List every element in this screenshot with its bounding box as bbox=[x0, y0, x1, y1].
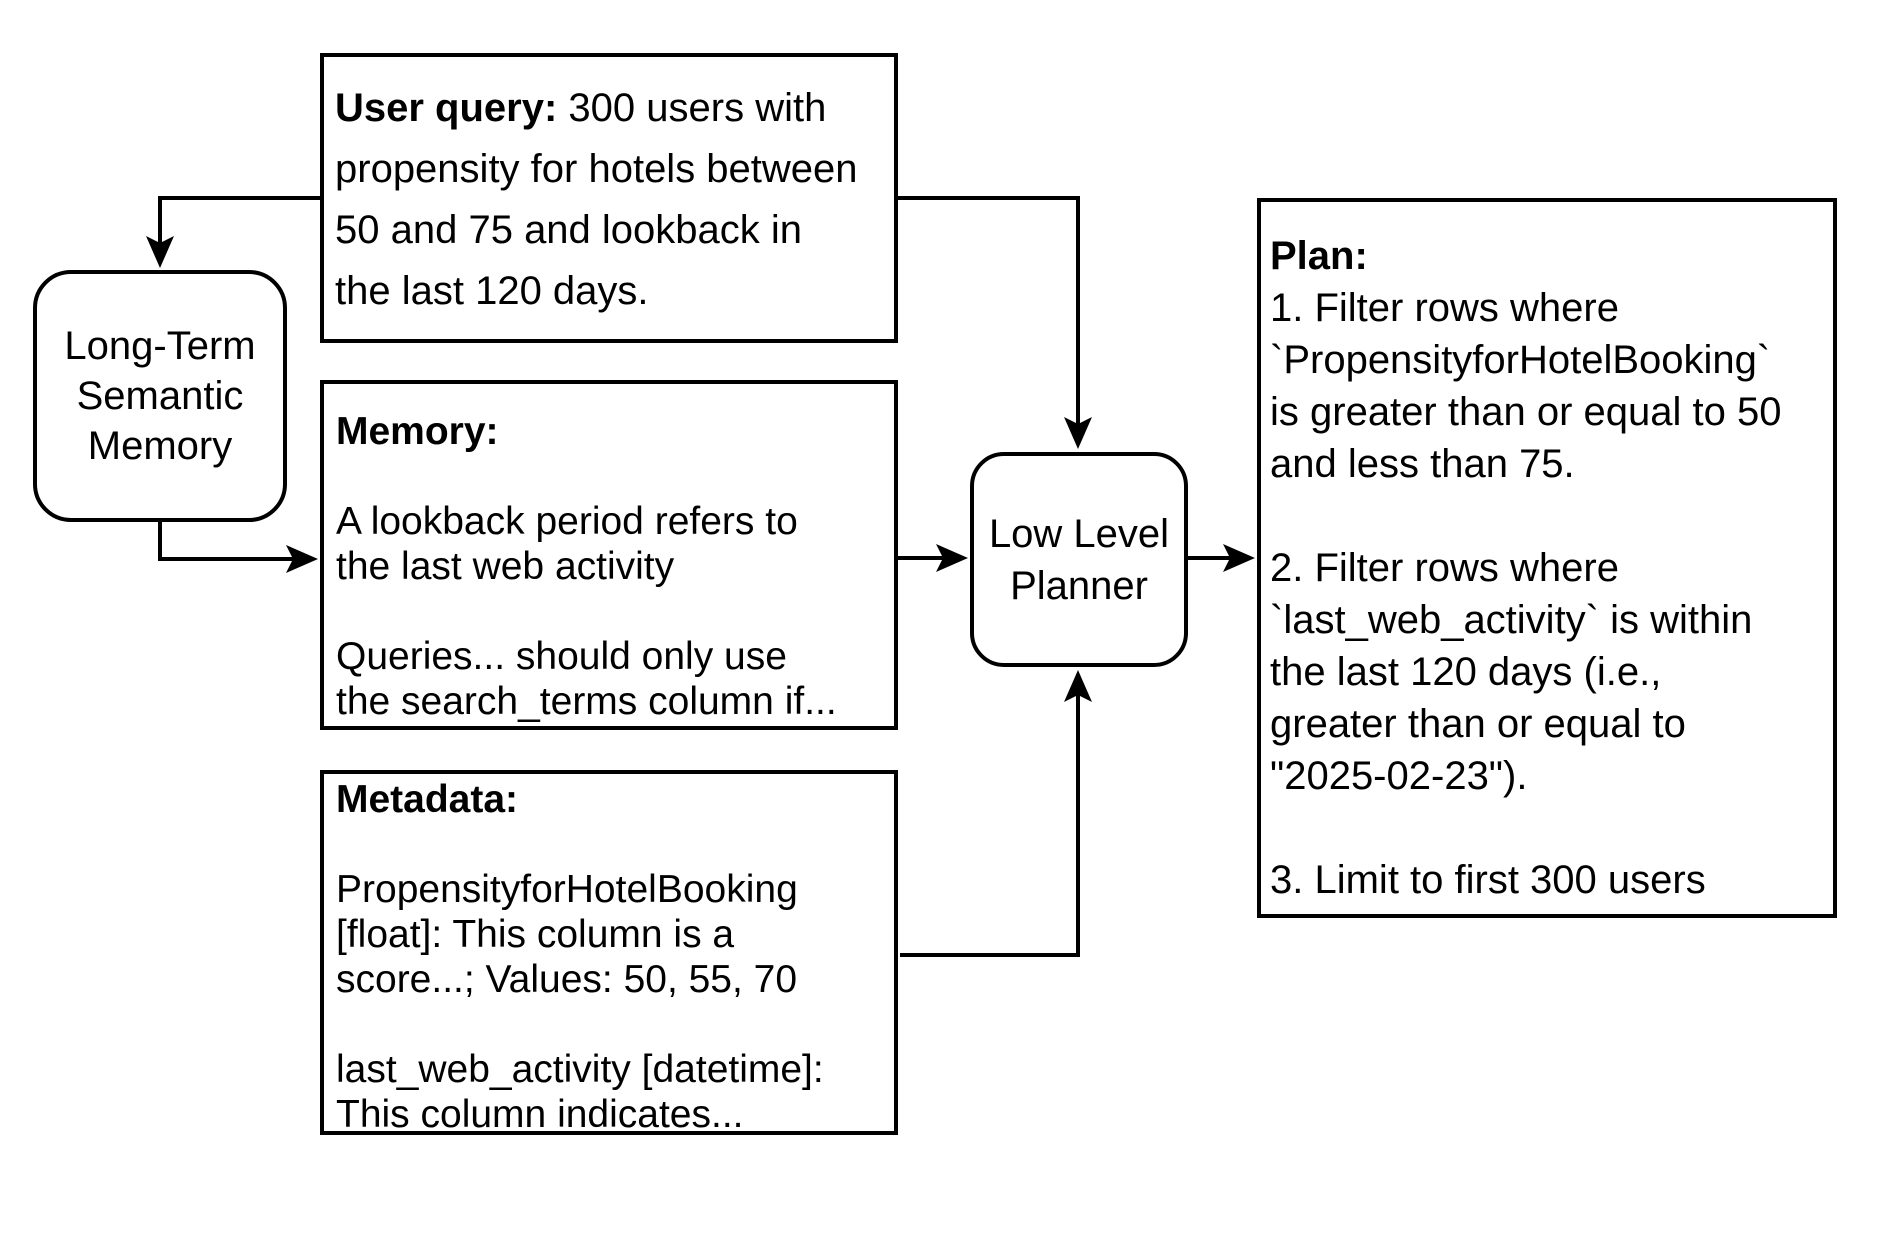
plan-box: Plan: 1. Filter rows where `Propensityfo… bbox=[1257, 198, 1837, 918]
plan-line: 3. Limit to first 300 users bbox=[1270, 858, 1706, 902]
plan-line: "2025-02-23"). bbox=[1270, 754, 1528, 798]
user-query-title: User query: bbox=[335, 86, 558, 130]
plan-line: the last 120 days (i.e., bbox=[1270, 650, 1662, 694]
memory-line: the search_terms column if... bbox=[336, 680, 837, 723]
plan-line: `last_web_activity` is within bbox=[1270, 598, 1753, 642]
plan-line bbox=[1270, 490, 1827, 542]
arrowhead-down-icon bbox=[1064, 417, 1092, 449]
memory-line bbox=[336, 454, 886, 499]
memory-title: Memory: bbox=[336, 410, 499, 453]
arrowhead-up-icon bbox=[1064, 670, 1092, 702]
metadata-line: score...; Values: 50, 55, 70 bbox=[336, 958, 798, 1001]
metadata-line: [float]: This column is a bbox=[336, 913, 735, 956]
metadata-box: Metadata: PropensityforHotelBooking [flo… bbox=[320, 770, 898, 1136]
user-query-box: User query: 300 users with propensity fo… bbox=[320, 53, 898, 343]
plan-line: 1. Filter rows where bbox=[1270, 286, 1619, 330]
arrow-ltsm-to-memory bbox=[158, 522, 318, 573]
plan-line: 2. Filter rows where bbox=[1270, 546, 1619, 590]
arrowhead-down-icon bbox=[146, 236, 174, 268]
arrowhead-right-icon bbox=[936, 544, 968, 572]
arrow-planner-to-plan bbox=[1188, 544, 1255, 572]
arrow-userquery-to-ltsm bbox=[146, 196, 322, 268]
metadata-line bbox=[336, 1002, 886, 1047]
metadata-line: PropensityforHotelBooking bbox=[336, 868, 798, 911]
user-query-line: the last 120 days. bbox=[335, 269, 649, 313]
metadata-line: This column indicates... bbox=[336, 1093, 744, 1136]
metadata-line: last_web_activity [datetime]: bbox=[336, 1048, 824, 1091]
llp-label-line: Low Level bbox=[988, 511, 1170, 556]
memory-line: A lookback period refers to bbox=[336, 500, 798, 543]
user-query-line: 50 and 75 and lookback in bbox=[335, 208, 803, 252]
ltsm-label-line: Long-Term bbox=[64, 324, 256, 368]
memory-box: Memory: A lookback period refers to the … bbox=[320, 380, 898, 730]
user-query-line: propensity for hotels between bbox=[335, 147, 858, 191]
user-query-first-line: User query: 300 users with bbox=[335, 78, 886, 139]
plan-line: `PropensityforHotelBooking` bbox=[1270, 338, 1771, 382]
user-query-title-rest: 300 users with bbox=[557, 86, 827, 130]
plan-line: and less than 75. bbox=[1270, 442, 1575, 486]
plan-line: greater than or equal to bbox=[1270, 702, 1686, 746]
memory-line: the last web activity bbox=[336, 545, 675, 588]
arrow-memory-to-planner bbox=[898, 544, 968, 572]
arrowhead-right-icon bbox=[1223, 544, 1255, 572]
metadata-line bbox=[336, 822, 886, 867]
plan-title: Plan: bbox=[1270, 234, 1368, 278]
llp-label-line: Planner bbox=[1010, 563, 1148, 608]
arrow-userquery-to-planner bbox=[898, 196, 1092, 449]
arrowhead-right-icon bbox=[286, 545, 318, 573]
low-level-planner-node: Low Level Planner bbox=[970, 452, 1188, 667]
memory-line bbox=[336, 589, 886, 634]
metadata-title: Metadata: bbox=[336, 778, 519, 821]
arrow-metadata-to-planner bbox=[900, 670, 1092, 957]
plan-line: is greater than or equal to 50 bbox=[1270, 390, 1782, 434]
long-term-semantic-memory-node: Long-Term Semantic Memory bbox=[33, 270, 287, 522]
ltsm-label-line: Semantic bbox=[76, 374, 244, 418]
memory-line: Queries... should only use bbox=[336, 635, 787, 678]
ltsm-label-line: Memory bbox=[87, 424, 233, 468]
plan-line bbox=[1270, 802, 1827, 854]
